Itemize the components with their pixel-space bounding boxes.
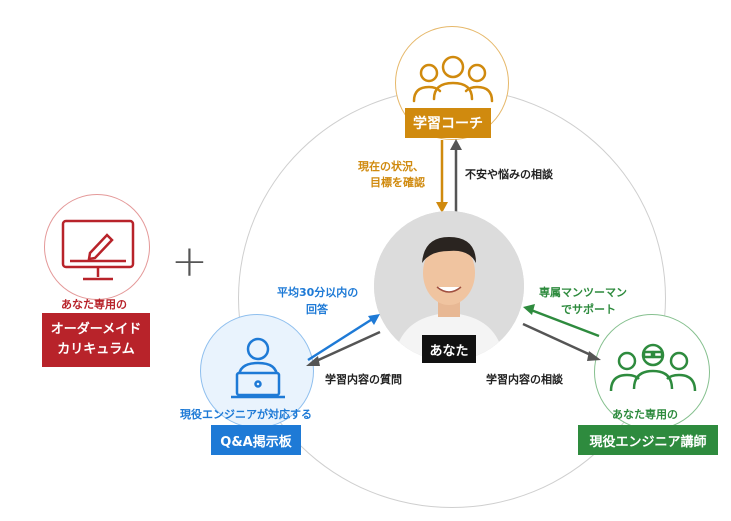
curriculum-label-line1: オーダーメイド [50,322,142,337]
qa-caption: 現役エンジニアが対応する [180,408,312,421]
engineer-label: 現役エンジニア講師 [578,425,718,455]
engineer-consult-text: 学習内容の相談 [486,373,563,386]
group-people-icon [412,55,494,103]
person-laptop-icon [231,337,285,399]
qa-question-text: 学習内容の質問 [325,373,402,386]
coach-arrows [436,139,462,213]
engineer-arrow-text-1: 専属マンツーマン [539,286,627,299]
coach-label: 学習コーチ [405,108,491,138]
engineer-circle [594,314,710,430]
qa-arrow-text-2: 回答 [306,303,328,316]
coach-down-text-2: 目標を確認 [370,176,425,189]
curriculum-label: オーダーメイド カリキュラム [42,313,150,367]
qa-circle [200,314,314,428]
qa-arrow-text-1: 平均30分以内の [277,286,359,299]
curriculum-label-line2: カリキュラム [57,342,135,357]
qa-label: Q&A掲示板 [211,425,301,455]
curriculum-circle [44,194,150,300]
engineers-glasses-icon [609,343,697,392]
person-photo-icon [374,211,524,361]
you-label: あなた [422,335,476,363]
plus-symbol: + [171,236,208,287]
curriculum-caption: あなた専用の [61,298,127,311]
monitor-pencil-icon [61,219,135,281]
engineer-arrow-text-2: でサポート [561,303,616,316]
qa-arrows [306,314,381,366]
engineer-arrows [522,304,601,361]
coach-up-text: 不安や悩みの相談 [465,168,553,181]
coach-down-text-1: 現在の状況、 [358,160,424,173]
engineer-caption: あなた専用の [612,408,678,421]
